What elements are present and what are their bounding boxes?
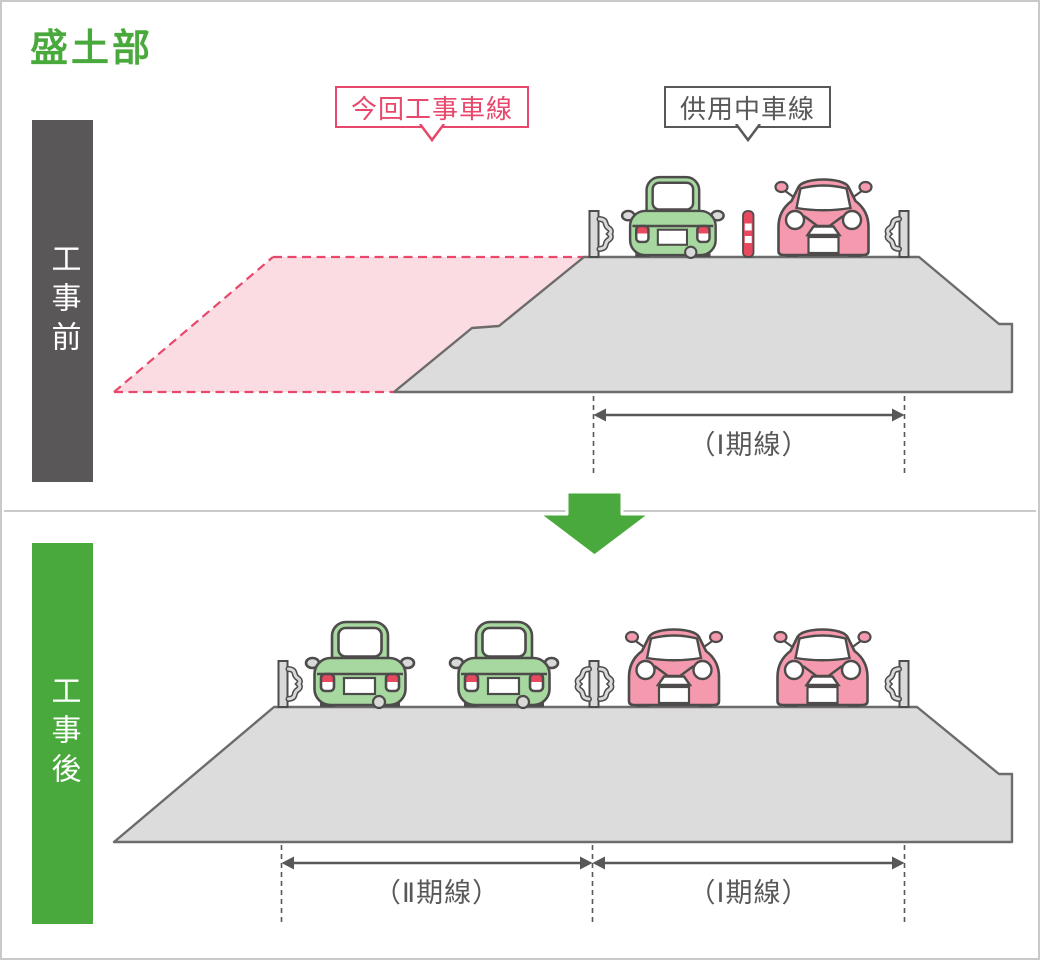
callout-pointer-icon bbox=[734, 124, 761, 143]
before-car-pink-front bbox=[774, 178, 873, 259]
transition-arrow-icon bbox=[537, 490, 652, 558]
after-car-pink-front-1 bbox=[624, 628, 724, 709]
before-car-green-rear bbox=[620, 175, 725, 260]
before-side-label: 工事前 bbox=[46, 242, 80, 360]
callout-pointer-icon bbox=[419, 124, 445, 143]
after-guardrail-right bbox=[888, 660, 910, 708]
after-car-green-rear-2 bbox=[448, 620, 560, 710]
before-dim-phase1-label: （Ⅰ期線） bbox=[688, 430, 810, 460]
after-car-green-rear-1 bbox=[304, 620, 416, 710]
before-planned-widening-area bbox=[113, 255, 584, 394]
before-embankment bbox=[392, 255, 1014, 394]
after-car-pink-front-2 bbox=[773, 628, 872, 709]
delineator-post bbox=[742, 210, 755, 258]
after-embankment bbox=[112, 705, 1014, 844]
after-side-bar: 工事後 bbox=[32, 543, 93, 924]
callout-in-service-lane-label: 供用中車線 bbox=[680, 93, 816, 124]
after-guardrail-left bbox=[277, 660, 300, 708]
after-dim-phase2-label: （Ⅱ期線） bbox=[373, 878, 501, 908]
after-guardrail-center bbox=[578, 660, 612, 708]
after-dim-phase1-label: （Ⅰ期線） bbox=[688, 878, 810, 908]
before-guardrail-right bbox=[888, 210, 910, 258]
after-side-label: 工事後 bbox=[46, 675, 80, 792]
page-title: 盛土部 bbox=[30, 28, 154, 70]
planned-widening-dashed-outline bbox=[113, 255, 584, 394]
callout-in-service-lane: 供用中車線 bbox=[664, 86, 832, 143]
before-side-bar: 工事前 bbox=[32, 120, 93, 482]
callout-construction-lane-label: 今回工事車線 bbox=[351, 93, 514, 124]
before-guardrail-left bbox=[588, 210, 611, 258]
callout-construction-lane: 今回工事車線 bbox=[335, 86, 530, 143]
after-dimension-lines bbox=[280, 845, 906, 922]
before-dimension-phase1 bbox=[592, 396, 906, 473]
